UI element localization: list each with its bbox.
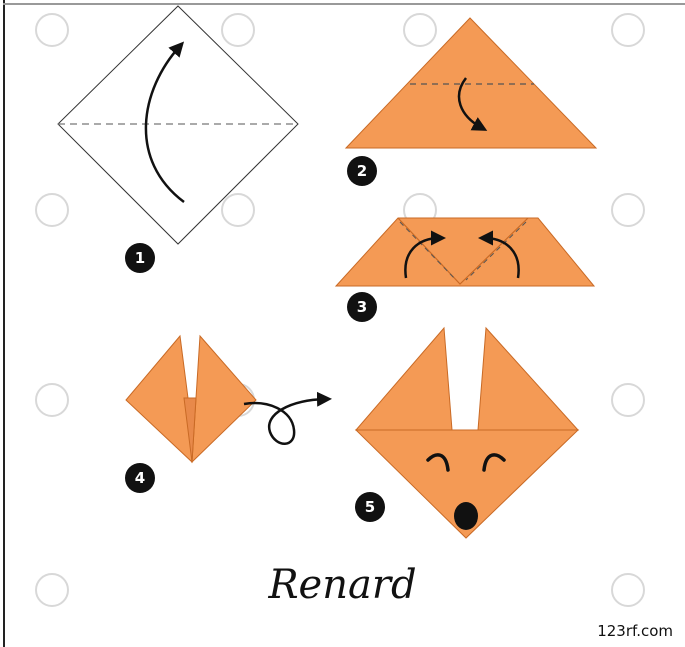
step-2-badge: 2 [347, 156, 377, 186]
step-1-square [57, 5, 299, 245]
step-2-triangle [344, 17, 598, 149]
step-5-nose [454, 502, 478, 530]
step-3-trapezoid [334, 217, 596, 287]
step-2-fold-arrow [457, 77, 488, 131]
step-5-badge: 5 [355, 492, 385, 522]
step-3-fold-lines [397, 217, 529, 285]
step-4-left-ear [125, 334, 193, 464]
step-3-right-arrow [478, 230, 520, 279]
step-5-right-ear [477, 326, 580, 431]
step-3-badge: 3 [347, 292, 377, 322]
step-4-center [183, 397, 197, 463]
step-1-badge: 1 [125, 243, 155, 273]
step-5-right-eye [482, 453, 506, 472]
step-4-right-ear [191, 334, 257, 464]
step-3-left-arrow [404, 230, 446, 279]
step-5-face [354, 429, 580, 539]
step-1-figure [57, 5, 299, 245]
step-3-figure [334, 217, 596, 287]
credit-text: 123rf.com [597, 622, 673, 640]
top-border [3, 3, 685, 5]
step-1-fold-arrow [144, 41, 185, 203]
step-5-figure [354, 326, 580, 539]
left-border [3, 0, 5, 647]
step-2-figure [344, 17, 598, 149]
step-4-turn-over-arrow [243, 391, 332, 445]
step-5-left-eye [426, 453, 450, 472]
step-4-badge: 4 [125, 463, 155, 493]
step-5-left-ear [354, 326, 453, 431]
diagram-title: Renard [268, 562, 417, 608]
step-4-figure [125, 334, 332, 464]
